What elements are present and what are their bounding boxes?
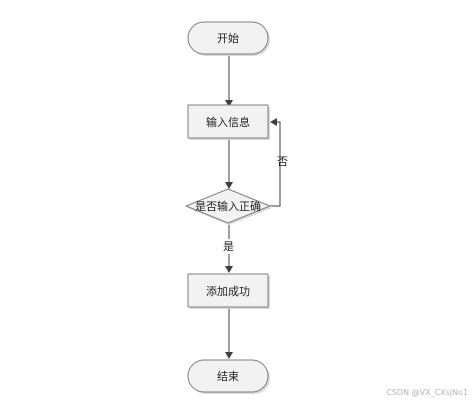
node-start-label: 开始: [217, 31, 239, 45]
node-check: 是否输入正确: [184, 188, 272, 225]
no-label: 否: [277, 155, 288, 168]
node-end: 结束: [187, 359, 270, 394]
watermark: CSDN @VX_CXsjNo1: [386, 388, 468, 397]
node-input: 输入信息: [187, 104, 270, 140]
node-input-label: 输入信息: [206, 115, 250, 129]
node-end-label: 结束: [217, 370, 239, 383]
yes-label: 是: [223, 240, 234, 253]
edge-start-to-input: [225, 55, 233, 107]
node-success-label: 添加成功: [206, 284, 250, 298]
edge-input-to-check: [225, 140, 233, 189]
node-start: 开始: [187, 21, 270, 56]
edge-check-to-input-no: [270, 118, 281, 207]
node-success: 添加成功: [187, 273, 270, 309]
edge-success-to-end: [225, 308, 233, 359]
node-check-label: 是否输入正确: [195, 199, 261, 213]
